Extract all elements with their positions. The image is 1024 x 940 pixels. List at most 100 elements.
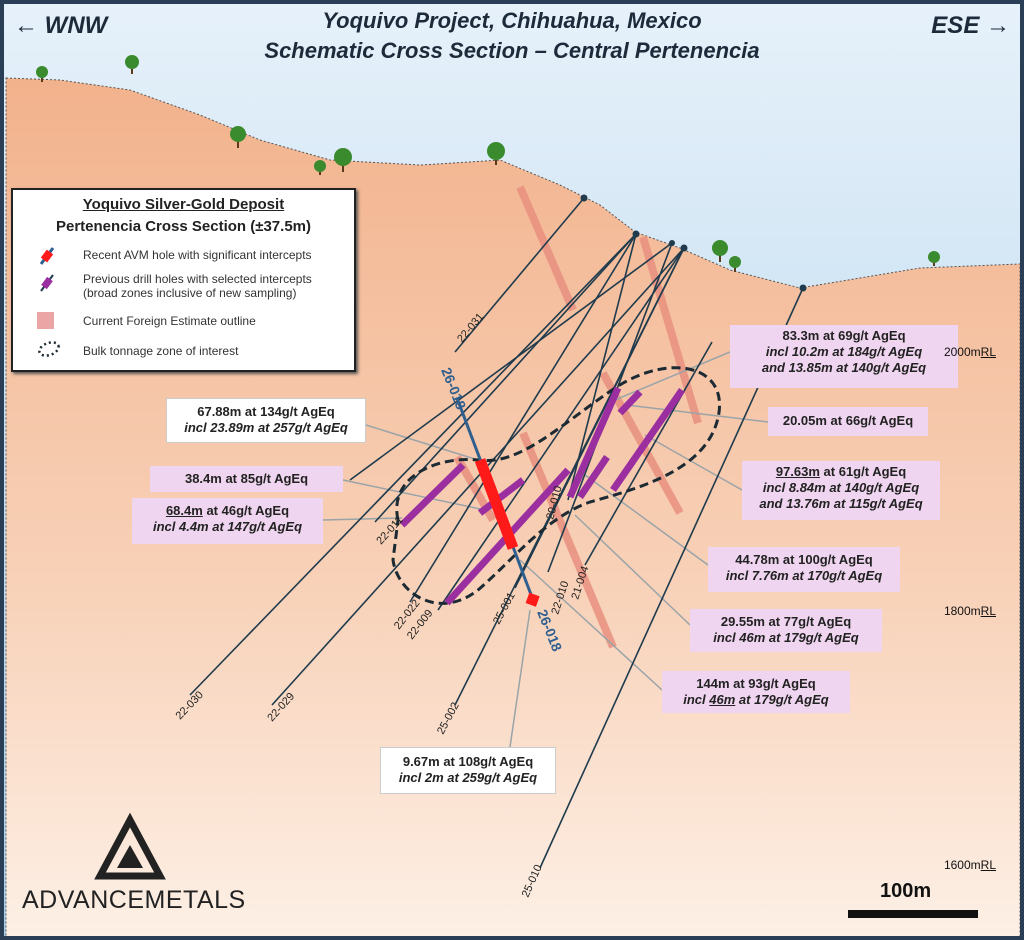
drill-hole-22-011 — [374, 233, 637, 523]
collar-icon — [580, 194, 588, 202]
intercept-bar — [399, 462, 466, 528]
collar-icon — [632, 230, 640, 238]
legend-item-bulk: Bulk tonnage zone of interest — [83, 344, 239, 358]
elevation-unit: RL — [980, 345, 996, 359]
intercept-grade: at 179g/t AgEq — [735, 692, 829, 707]
pink-square-icon — [37, 312, 54, 329]
estimate-lens — [516, 185, 577, 312]
tree-icon — [334, 148, 352, 172]
intercept-length: 97.63m — [775, 464, 820, 479]
tree-icon — [314, 160, 326, 175]
logo-text: ADVANCEMETALS — [22, 886, 246, 914]
intercept-bar — [617, 389, 643, 416]
elevation-value: 1800m — [943, 604, 981, 618]
intercept-text: incl 46m at 179g/t AgEq — [713, 630, 859, 645]
estimate-lens — [519, 431, 617, 649]
legend-item-label: (broad zones inclusive of new sampling) — [83, 286, 297, 300]
intercept-text: incl — [683, 692, 710, 707]
intercept-text: 68.4m at 46g/t AgEq — [136, 503, 319, 519]
intercept-label: 20.05m at 66g/t AgEq — [768, 407, 928, 436]
intercept-text: 67.88m at 134g/t AgEq — [197, 404, 335, 419]
intercept-text: and 13.85m at 140g/t AgEq — [761, 360, 927, 375]
drill-hole-22-009 — [437, 247, 685, 611]
elevation-1600: 1600mRL — [944, 858, 996, 872]
red-intercept-icon — [39, 247, 55, 265]
avm-intercept-end — [525, 592, 540, 607]
intercept-text: 44.78m at 100g/t AgEq — [735, 552, 873, 567]
tree-icon — [230, 126, 246, 148]
intercept-label: 97.63m at 61g/t AgEq incl 8.84m at 140g/… — [742, 461, 940, 520]
collars — [580, 194, 807, 292]
intercept-text: 20.05m at 66g/t AgEq — [782, 413, 914, 428]
intercept-text: 38.4m at 85g/t AgEq — [184, 471, 309, 486]
intercept-length: 46m — [709, 692, 736, 707]
legend: Yoquivo Silver-Gold Deposit Pertenencia … — [11, 188, 356, 372]
legend-title: Yoquivo Silver-Gold Deposit — [82, 196, 285, 213]
elevation-value: 2000m — [943, 345, 981, 359]
drill-hole-21-004 — [584, 341, 713, 566]
legend-item-previous: Previous drill holes with selected inter… — [83, 272, 312, 300]
intercept-label: 83.3m at 69g/t AgEq incl 10.2m at 184g/t… — [730, 325, 958, 388]
collar-icon — [680, 244, 688, 252]
trees — [36, 55, 940, 272]
drill-hole-22-022 — [409, 233, 637, 603]
elevation-unit: RL — [980, 604, 996, 618]
intercept-text: 144m at 93g/t AgEq — [696, 676, 816, 691]
intercept-text: incl 2m at 259g/t AgEq — [398, 770, 538, 785]
tree-icon — [928, 251, 940, 266]
intercept-label: 38.4m at 85g/t AgEq — [150, 466, 343, 492]
drill-hole-22-031 — [454, 197, 585, 353]
avm-intercept — [474, 458, 519, 550]
intercept-label: 144m at 93g/t AgEq incl 46m at 179g/t Ag… — [662, 671, 850, 713]
intercept-text: 97.63m at 61g/t AgEq — [746, 464, 936, 480]
dotted-ellipse-icon — [38, 341, 60, 357]
tree-icon — [125, 55, 139, 74]
elevation-value: 1600m — [943, 858, 981, 872]
intercept-text: incl 10.2m at 184g/t AgEq — [765, 344, 923, 359]
legend-item-avm: Recent AVM hole with significant interce… — [83, 248, 312, 262]
purple-intercept-icon — [40, 274, 54, 292]
figure-title: Yoquivo Project, Chihuahua, Mexico — [322, 8, 702, 33]
intercept-text: incl 8.84m at 140g/t AgEq — [762, 480, 920, 495]
direction-west: ← WNW — [14, 12, 108, 39]
collar-icon — [799, 284, 807, 292]
legend-subtitle: Pertenencia Cross Section (±37.5m) — [56, 218, 311, 235]
intercept-text: incl 23.89m at 257g/t AgEq — [184, 420, 348, 435]
advancemetals-logo-icon — [94, 812, 166, 880]
intercept-label: 29.55m at 77g/t AgEq incl 46m at 179g/t … — [690, 609, 882, 652]
intercept-grade: at 46g/t AgEq — [202, 503, 290, 518]
intercept-length: 68.4m — [165, 503, 203, 518]
drill-hole — [349, 242, 673, 481]
intercept-text: and 13.76m at 115g/t AgEq — [759, 496, 923, 511]
drill-hole-22-029 — [271, 247, 685, 706]
elevation-unit: RL — [980, 858, 996, 872]
intercept-grade: at 61g/t AgEq — [819, 464, 907, 479]
intercept-text: 9.67m at 108g/t AgEq — [402, 754, 534, 769]
intercept-bar — [610, 388, 685, 492]
intercept-bar — [566, 386, 622, 499]
tree-icon — [712, 240, 728, 262]
intercept-label: 68.4m at 46g/t AgEq incl 4.4m at 147g/t … — [132, 498, 323, 544]
intercept-text: incl 7.76m at 170g/t AgEq — [725, 568, 883, 583]
intercept-text: incl 4.4m at 147g/t AgEq — [152, 519, 303, 534]
direction-east: ESE → — [931, 12, 1010, 39]
intercept-bar — [577, 455, 610, 499]
legend-item-estimate: Current Foreign Estimate outline — [83, 314, 256, 328]
leader-lines — [322, 351, 769, 748]
intercept-label: 9.67m at 108g/t AgEq incl 2m at 259g/t A… — [380, 747, 556, 794]
intercept-text: incl 46m at 179g/t AgEq — [666, 692, 846, 708]
tree-icon — [36, 66, 48, 82]
estimate-lens — [639, 235, 702, 425]
drill-hole-22-030 — [189, 233, 637, 696]
intercept-text: 29.55m at 77g/t AgEq — [720, 614, 852, 629]
tree-icon — [487, 142, 505, 165]
drill-hole-25-002 — [454, 247, 685, 706]
elevation-1800: 1800mRL — [944, 604, 996, 618]
legend-item-label: Previous drill holes with selected inter… — [83, 272, 312, 286]
intercept-text: 83.3m at 69g/t AgEq — [782, 328, 906, 343]
intercept-label: 67.88m at 134g/t AgEq incl 23.89m at 257… — [166, 398, 366, 443]
figure-subtitle: Schematic Cross Section – Central Perten… — [264, 38, 760, 63]
intercept-bar — [477, 477, 526, 516]
